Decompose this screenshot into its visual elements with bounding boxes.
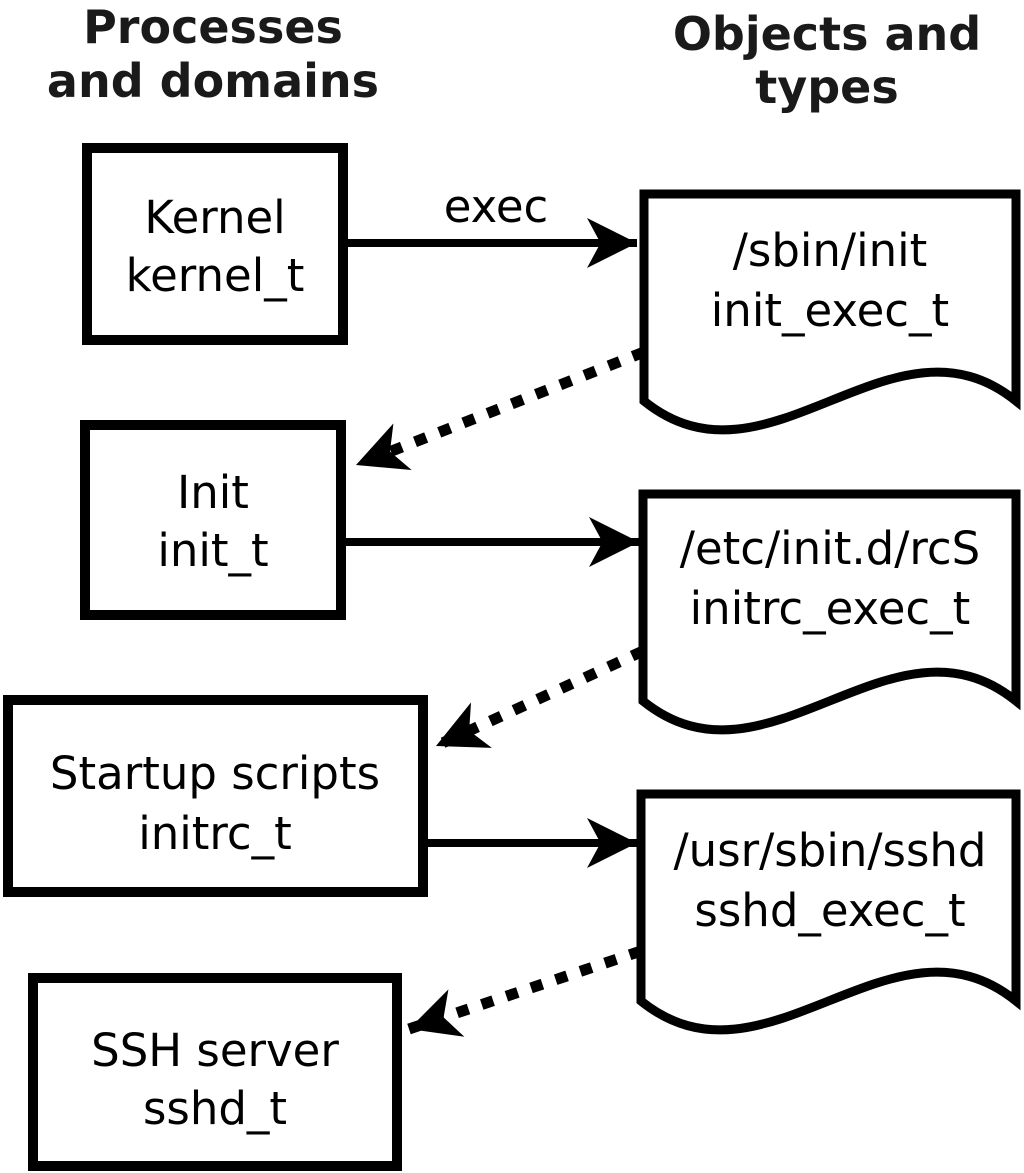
process-domain: sshd_t [143,1082,287,1135]
column-header-processes: Processes and domains [47,0,379,108]
document-shape [639,189,1021,435]
process-box-ssh-server: SSH server sshd_t [28,973,402,1171]
column-header-objects: Objects and types [673,7,981,114]
process-label: Startup scripts [50,747,380,800]
document-shape [638,489,1021,735]
object-type: sshd_exec_t [694,884,965,937]
process-rect [3,695,428,897]
process-box-init: Init init_t [80,420,346,620]
object-path: /sbin/init [733,224,928,277]
process-domain: init_t [157,524,268,577]
process-label: Init [177,466,249,519]
object-doc-usr-sbin-sshd: /usr/sbin/sshd sshd_exec_t [636,789,1021,1035]
exec-arrow-label: exec [444,180,549,233]
process-box-startup-scripts: Startup scripts initrc_t [3,695,428,897]
dotted-arrow-init-exec-to-init [353,346,647,471]
dotted-arrow-sshd-exec-to-sshd [407,945,643,1037]
process-domain: kernel_t [126,249,305,302]
object-type: initrc_exec_t [690,582,971,635]
object-path: /usr/sbin/sshd [674,824,987,877]
document-shape [636,789,1021,1035]
object-doc-sbin-init: /sbin/init init_exec_t [639,189,1021,435]
header-right-line1: Objects and [673,7,981,61]
header-left-line1: Processes [83,0,343,54]
process-domain: initrc_t [138,807,292,860]
object-doc-etc-initd-rcs: /etc/init.d/rcS initrc_exec_t [638,489,1021,735]
process-label: SSH server [91,1024,339,1077]
process-rect [82,143,348,345]
process-rect [80,420,346,620]
header-left-line2: and domains [47,54,379,108]
process-rect [28,973,402,1171]
dotted-arrow-initrc-exec-to-startup [433,646,646,751]
object-type: init_exec_t [711,284,949,337]
process-label: Kernel [144,191,285,244]
process-box-kernel: Kernel kernel_t [82,143,348,345]
object-path: /etc/init.d/rcS [680,522,980,575]
header-right-line2: types [755,60,898,114]
